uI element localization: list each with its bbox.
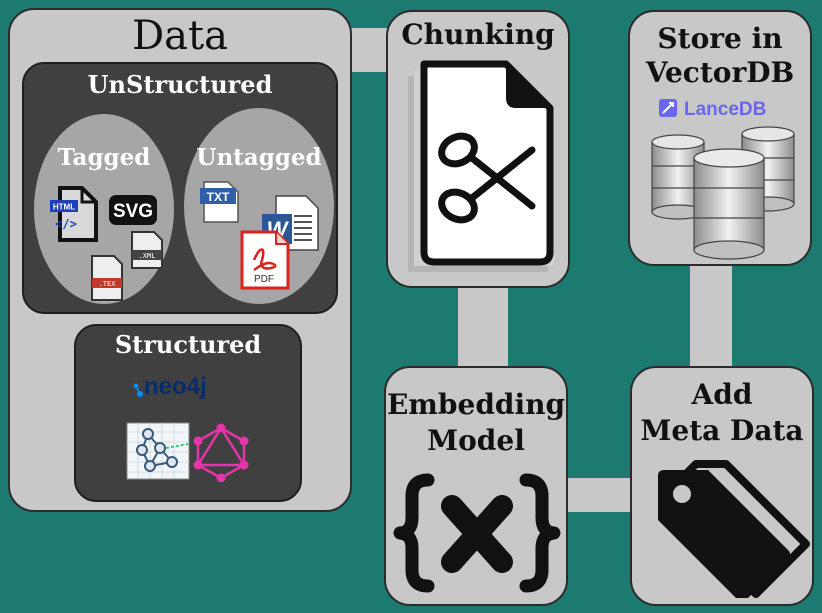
pdf-file-label: PDF xyxy=(254,274,274,285)
tagged-group: Tagged HTML </> SVG xyxy=(34,114,174,304)
connector-embedding-metadata xyxy=(560,478,640,512)
html-file-label: HTML xyxy=(53,203,75,212)
xml-file-label: .XML xyxy=(139,252,156,260)
metadata-title-line2: Meta Data xyxy=(640,414,804,447)
html-file-code-label: </> xyxy=(55,217,77,231)
untagged-group: Untagged TXT W xyxy=(184,108,334,304)
store-title-line2: VectorDB xyxy=(645,56,795,89)
tex-file-icon: .TEX xyxy=(90,254,124,302)
metadata-title-line1: Add xyxy=(691,378,753,411)
data-panel-title: Data xyxy=(132,13,228,59)
svg-file-label: SVG xyxy=(113,201,153,222)
connector-store-metadata xyxy=(690,260,732,376)
untagged-title: Untagged xyxy=(196,144,322,171)
tags-icon xyxy=(644,460,810,598)
connector-chunking-embedding xyxy=(458,282,508,374)
chunking-panel: Chunking xyxy=(386,10,570,288)
neo4j-logo: neo4j xyxy=(132,372,242,402)
document-scissors-icon xyxy=(400,58,560,280)
embedding-title-line1: Embedding xyxy=(386,388,566,421)
svg-file-icon: SVG xyxy=(108,194,158,226)
txt-file-icon: TXT xyxy=(200,180,240,224)
pdf-file-icon: PDF xyxy=(240,230,290,290)
html-file-icon: HTML </> xyxy=(48,186,100,242)
lancedb-logo: LanceDB xyxy=(658,96,788,120)
unstructured-title: UnStructured xyxy=(87,70,273,99)
store-panel: Store in VectorDB LanceDB xyxy=(628,10,812,266)
store-title-line1: Store in xyxy=(657,22,783,55)
structured-panel: Structured neo4j xyxy=(74,324,302,502)
graph-diagram-icon xyxy=(126,422,190,480)
chunking-title: Chunking xyxy=(401,18,555,51)
tex-file-label: .TEX xyxy=(99,280,117,288)
lancedb-logo-text: LanceDB xyxy=(684,99,766,120)
graphql-icon xyxy=(192,422,250,482)
metadata-panel: Add Meta Data xyxy=(630,366,814,606)
data-panel: Data UnStructured Tagged HTML </> SVG xyxy=(8,8,352,512)
neo4j-logo-text: neo4j xyxy=(144,373,207,400)
txt-file-label: TXT xyxy=(207,190,230,204)
database-icon xyxy=(650,122,800,262)
embedding-title-line2: Model xyxy=(427,424,525,457)
unstructured-panel: UnStructured Tagged HTML </> SVG xyxy=(22,62,338,314)
structured-title: Structured xyxy=(114,330,262,359)
xml-file-icon: .XML xyxy=(130,230,164,270)
variable-braces-icon xyxy=(392,472,562,594)
embedding-panel: Embedding Model xyxy=(384,366,568,606)
tagged-title: Tagged xyxy=(57,144,151,171)
